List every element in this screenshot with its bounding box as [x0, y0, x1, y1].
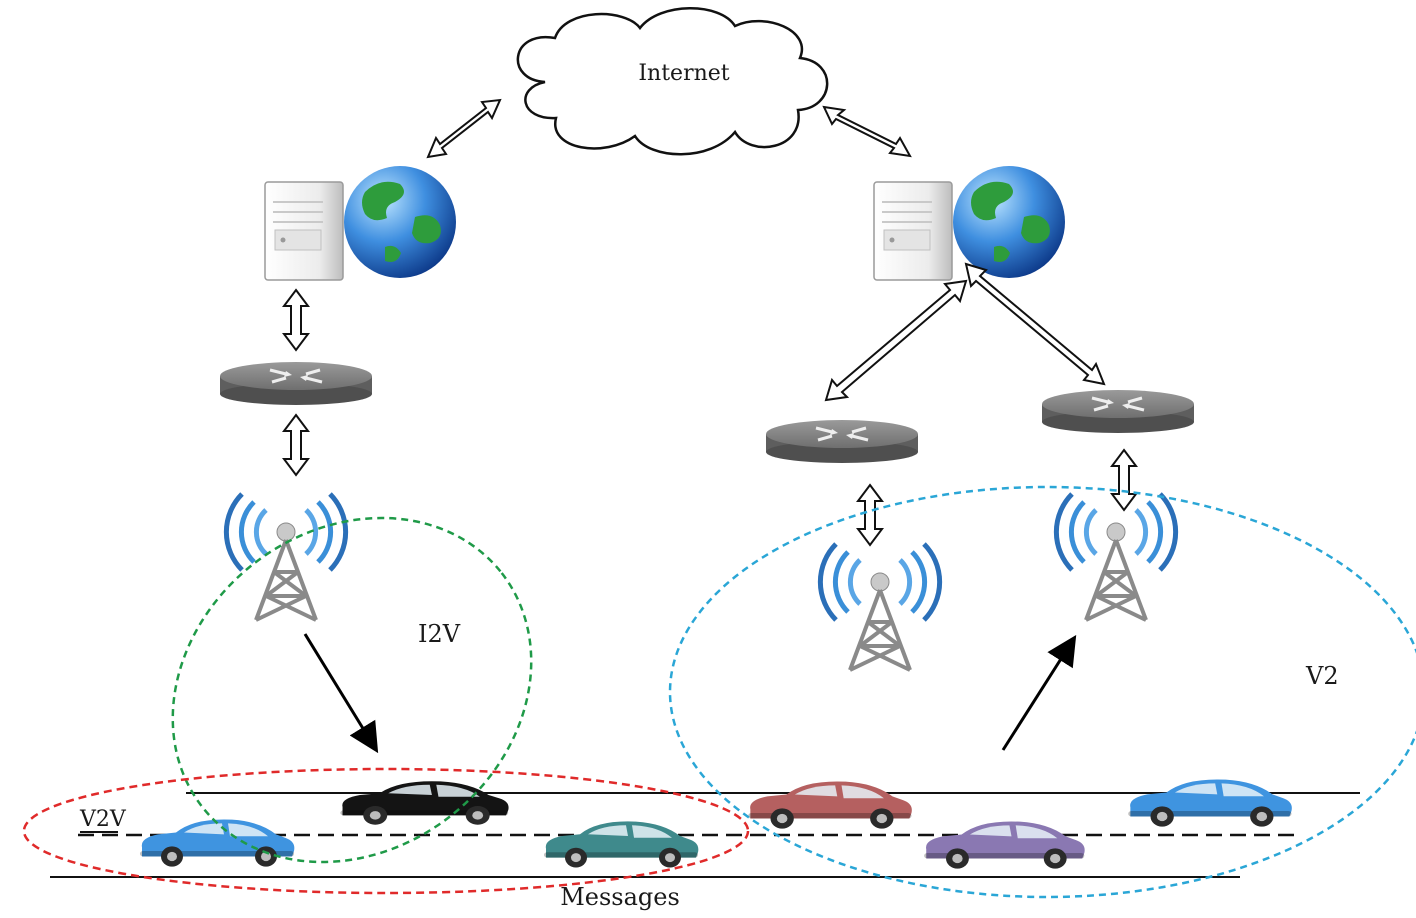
- i2v-label: I2V: [418, 620, 461, 648]
- router-icon: [1040, 388, 1196, 435]
- cell-tower-icon: [820, 544, 939, 670]
- link-server-router-middle: [824, 279, 968, 402]
- car-icon: [1128, 779, 1292, 827]
- server-globe-icon: [873, 165, 1066, 281]
- car-icon: [340, 781, 509, 825]
- car-icon: [924, 821, 1085, 869]
- cloud-icon: [516, 7, 829, 156]
- arrow-car-to-tower: [1001, 634, 1077, 751]
- car-icon: [140, 819, 295, 867]
- arrow-tower-to-car: [303, 633, 379, 754]
- i2v-zone: [171, 516, 533, 864]
- link-router-tower-middle: [856, 483, 884, 547]
- v2-label: V2: [1305, 662, 1339, 690]
- v2v-label: V2V: [79, 807, 127, 832]
- link-cloud-right-server: [822, 105, 912, 158]
- messages-label: Messages: [560, 883, 680, 911]
- cell-tower-icon: [1056, 494, 1175, 620]
- link-router-tower-right: [1110, 448, 1138, 512]
- server-globe-icon: [264, 165, 457, 281]
- car-icon: [544, 821, 699, 868]
- car-icon: [748, 781, 912, 829]
- router-icon: [764, 418, 920, 465]
- link-cloud-left-server: [426, 98, 502, 159]
- v2v-zone: [22, 767, 750, 895]
- link-server-router-right: [964, 262, 1106, 386]
- internet-label: Internet: [638, 61, 729, 86]
- link-server-router-left: [282, 288, 310, 352]
- link-router-tower-left: [282, 413, 310, 477]
- router-icon: [218, 360, 374, 407]
- cell-tower-icon: [226, 494, 345, 620]
